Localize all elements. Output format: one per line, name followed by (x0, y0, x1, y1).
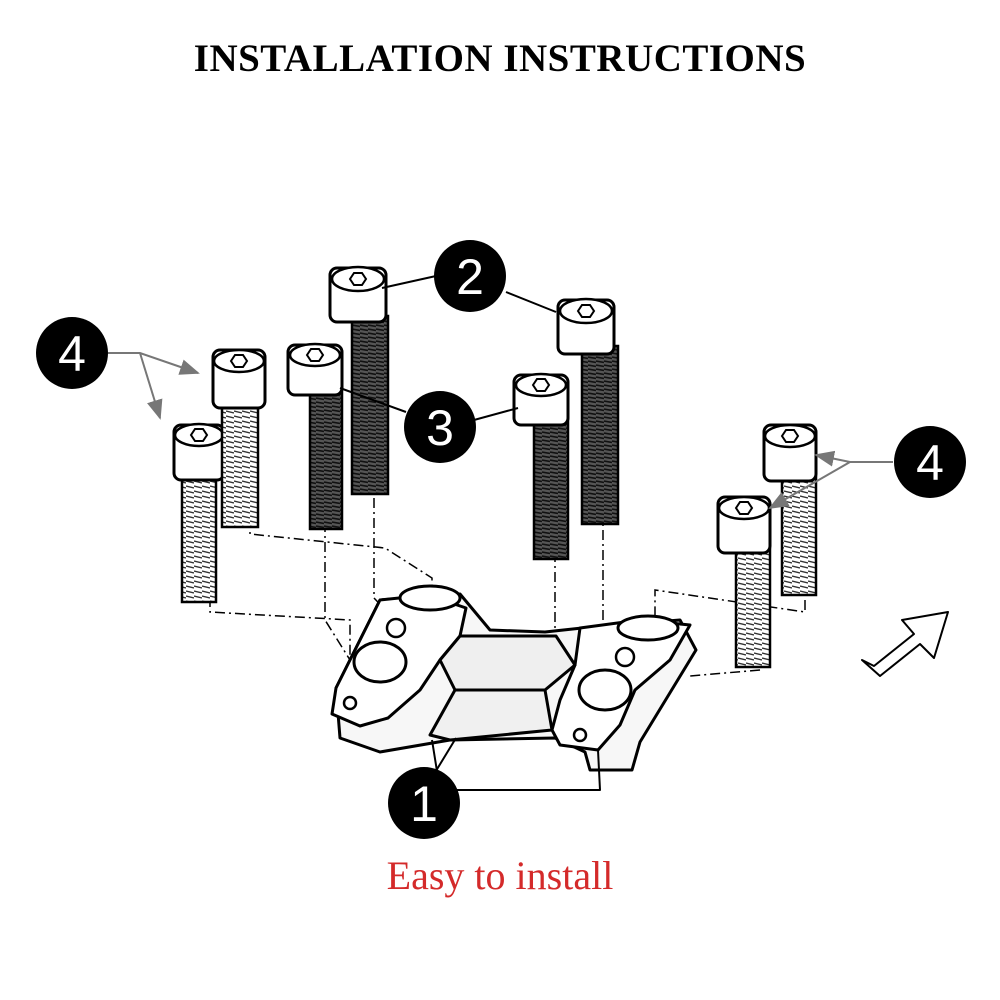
callout-number: 4 (916, 435, 944, 491)
bolt-icon (172, 265, 818, 669)
callout-badge: 3 (404, 391, 476, 463)
callout-number: 1 (410, 776, 438, 832)
callout-number: 2 (456, 249, 484, 305)
callout-badge: 2 (434, 240, 506, 312)
callout-badge: 4 (36, 317, 108, 389)
caption: Easy to install (386, 853, 614, 898)
page-title: INSTALLATION INSTRUCTIONS (193, 37, 807, 80)
arrow-icon (861, 611, 949, 677)
callout-badge: 1 (388, 767, 460, 839)
callout-badge: 4 (894, 426, 966, 498)
callout-number: 4 (58, 326, 86, 382)
bracket-icon (330, 584, 698, 791)
callout-number: 3 (426, 400, 454, 456)
